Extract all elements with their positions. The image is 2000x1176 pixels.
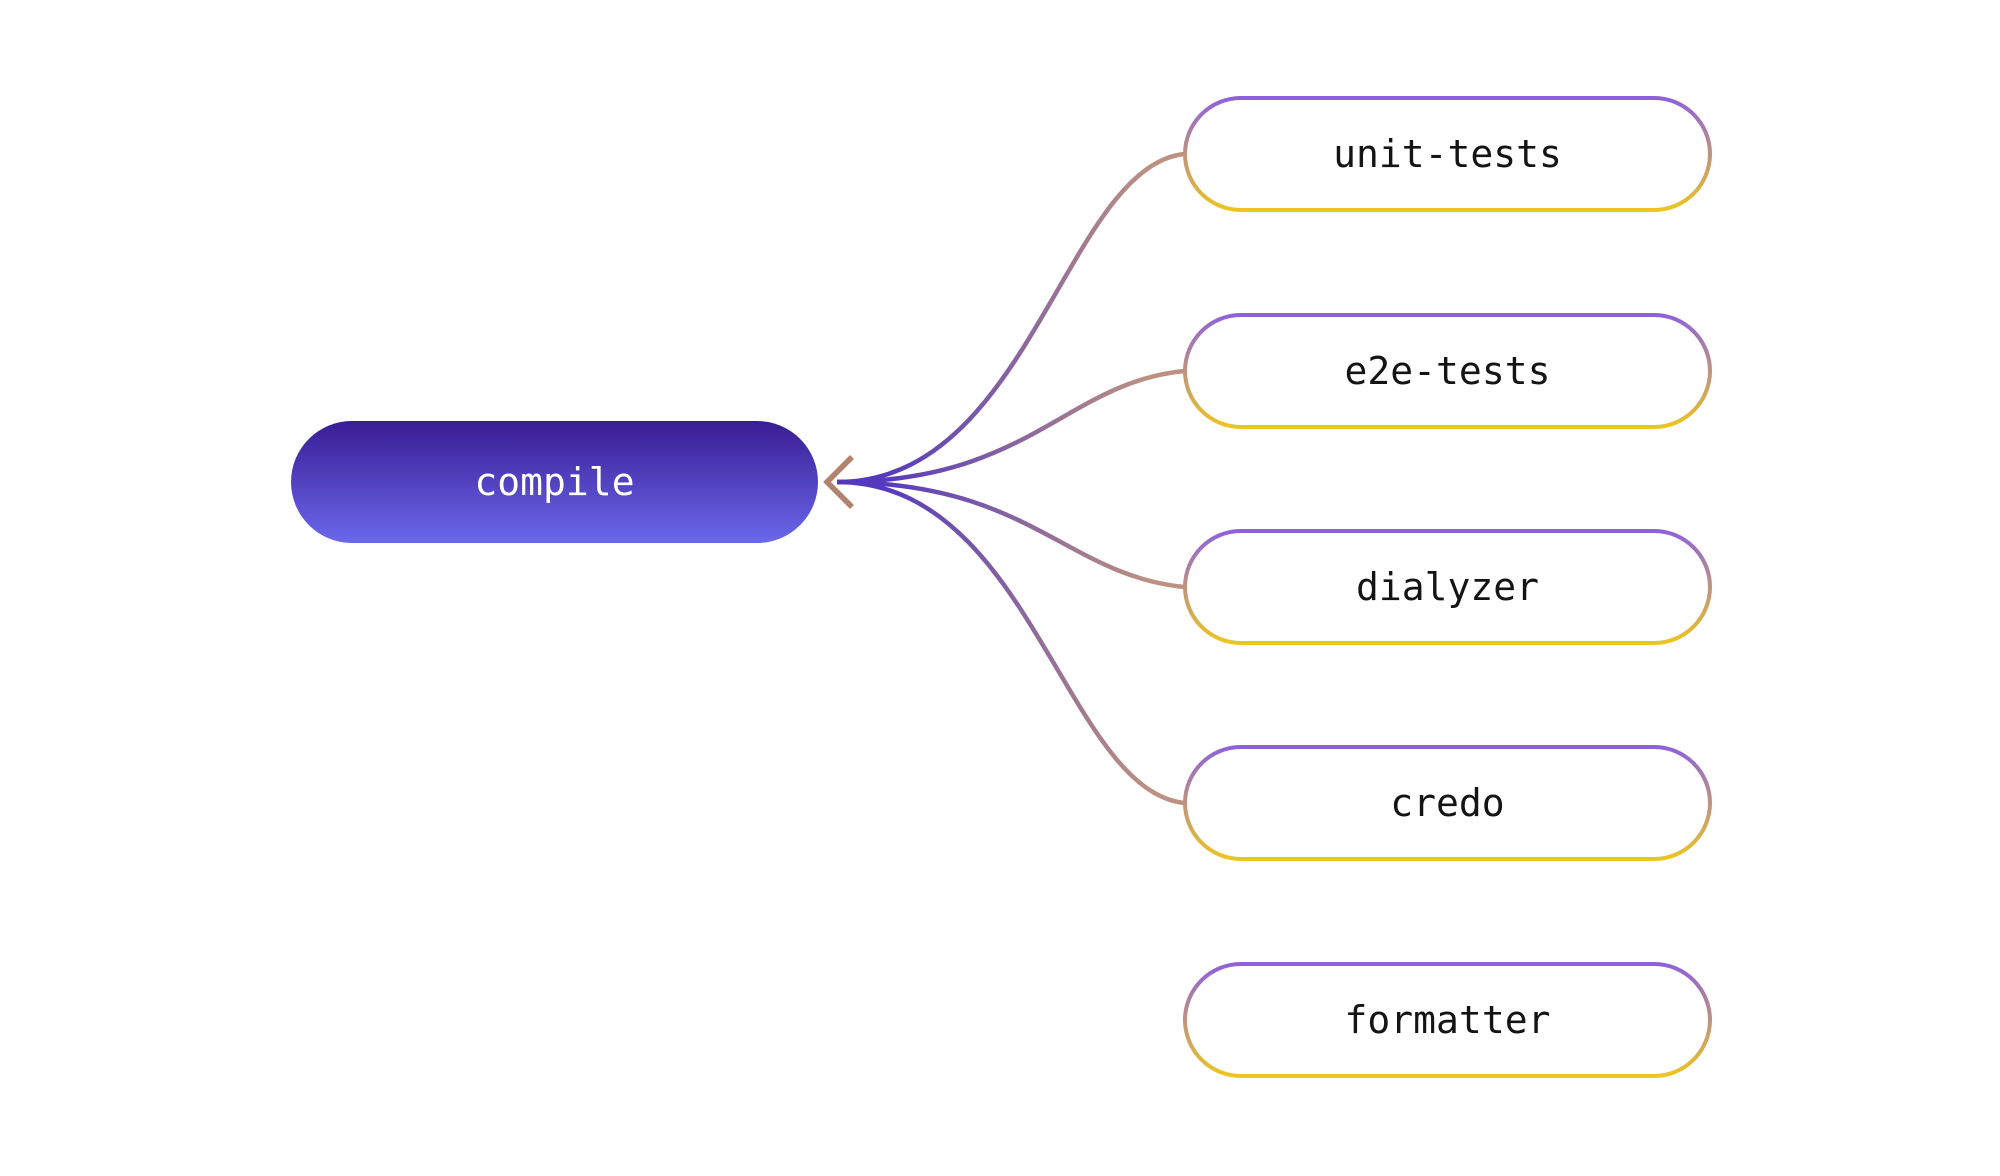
edge-e2e-tests-to-compile	[836, 368, 1185, 485]
node-credo: credo	[1183, 745, 1712, 861]
edge-unit-tests-to-compile	[836, 151, 1185, 485]
node-unit-tests-label: unit-tests	[1333, 132, 1562, 176]
node-compile: compile	[291, 421, 818, 543]
node-dialyzer-label: dialyzer	[1355, 565, 1540, 609]
edge-credo-to-compile	[836, 479, 1185, 806]
node-dialyzer: dialyzer	[1183, 529, 1712, 645]
node-formatter: formatter	[1183, 962, 1712, 1078]
node-e2e-tests-label: e2e-tests	[1344, 349, 1551, 393]
node-credo-label: credo	[1390, 781, 1505, 825]
node-unit-tests: unit-tests	[1183, 96, 1712, 212]
node-compile-label: compile	[474, 460, 635, 504]
arrowhead-icon	[823, 455, 854, 509]
node-e2e-tests: e2e-tests	[1183, 313, 1712, 429]
node-formatter-label: formatter	[1344, 998, 1551, 1042]
edge-dialyzer-to-compile	[836, 479, 1185, 590]
